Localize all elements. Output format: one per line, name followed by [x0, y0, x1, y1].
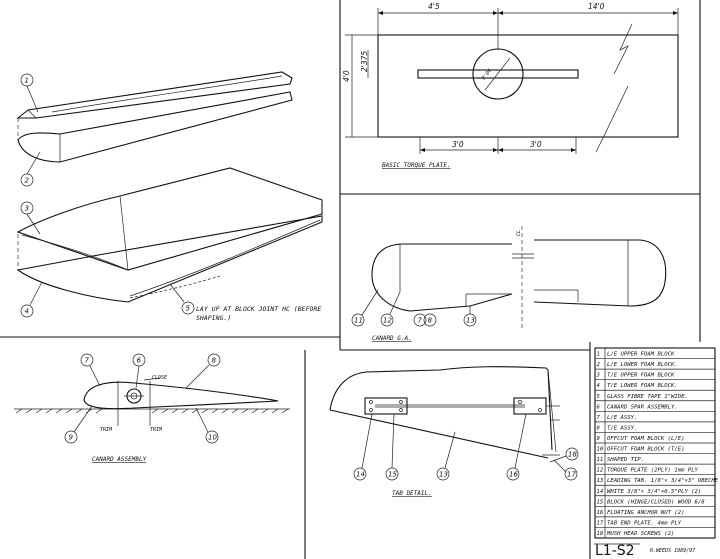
callout-4: 4 [25, 308, 29, 316]
parts-row-number: 2 [597, 362, 601, 368]
callout-3: 3 [25, 205, 29, 213]
tab-block-left [364, 397, 408, 415]
label-trim-right: TRIM [150, 427, 163, 433]
torque-plate-view: 4'5 14'0 4'0 2'375 2'04 3'0 3'0 BASIC TO… [342, 2, 679, 169]
parts-row-description: T/E ASSY. [607, 425, 637, 431]
callouts-blocks: 1 2 3 4 5 LAY UP AT BLOCK JOINT HC (BEFO… [20, 73, 321, 322]
parts-row-description: TAB END PLATE. 4mm PLY [607, 520, 682, 526]
parts-row-number: 16 [597, 510, 604, 516]
parts-row-description: SHAPED TIP. [607, 457, 644, 463]
parts-row-number: 3 [596, 373, 601, 379]
dim-bottom-right: 3'0 [530, 140, 542, 149]
le-lower-block [17, 91, 293, 163]
parts-row-description: OFFCUT FOAM BLOCK (T/E) [607, 447, 684, 453]
canard-ga-view: CL 11 12 7 8 13 CANARD G.A. [351, 226, 667, 342]
parts-row-number: 12 [597, 468, 604, 474]
layup-note-line2: SHAPING.) [196, 314, 231, 322]
caption-canard-assembly: CANARD ASSEMBLY [92, 456, 147, 463]
parts-row-description: L/E ASSY. [607, 415, 637, 421]
callout-13-tab: 13 [439, 471, 448, 479]
caption-tab-detail: TAB DETAIL. [392, 490, 432, 497]
dim-bottom-left: 3'0 [452, 140, 464, 149]
callout-18: 18 [568, 451, 577, 459]
parts-row-number: 5 [597, 394, 601, 400]
callout-13: 13 [466, 317, 475, 325]
parts-row-number: 18 [597, 531, 604, 537]
callout-12: 12 [383, 317, 392, 325]
caption-torque-plate: BASIC TORQUE PLATE. [382, 162, 451, 169]
parts-row-number: 13 [597, 478, 604, 484]
canard-assembly-view: CLOSE TRIM TRIM 7 6 8 9 10 CANARD ASSEMB… [14, 353, 290, 463]
parts-row-description: L/E UPPER FOAM BLOCK [607, 352, 675, 358]
foam-blocks-view [16, 71, 323, 303]
parts-row-description: T/E UPPER FOAM BLOCK [607, 373, 675, 379]
parts-row-number: 10 [597, 447, 604, 453]
callout-8: 8 [212, 357, 217, 365]
parts-row-description: FLOATING ANCHOR NUT (2) [607, 510, 684, 516]
panel-borders [0, 0, 701, 559]
canard-left-half [371, 243, 513, 312]
callout-5: 5 [186, 305, 191, 313]
drawing-number: L1-S2 [595, 543, 635, 559]
callout-6: 6 [137, 357, 142, 365]
callout-7-ga: 7 [418, 317, 423, 325]
parts-row-description: WHITE 3/8"× 3/4"×0.5"PLY (2) [607, 489, 701, 495]
parts-row-number: 4 [597, 383, 600, 389]
dim-top-right: 14'0 [588, 2, 605, 11]
callout-15: 15 [388, 471, 397, 479]
dim-height: 4'0 [342, 70, 351, 82]
ground-hatch [15, 408, 289, 414]
callout-1: 1 [25, 77, 29, 85]
dim-inner: 2'375 [360, 51, 369, 72]
canard-right-half [533, 239, 667, 307]
tab-detail-view: 14 15 13 16 18 17 TAB DETAIL. [329, 366, 579, 497]
parts-row-number: 14 [597, 489, 604, 495]
parts-row-description: GLASS FIBRE TAPE 1"WIDE. [607, 394, 688, 400]
callout-14: 14 [356, 471, 365, 479]
parts-row-number: 11 [597, 457, 604, 463]
parts-list-table: 1 L/E UPPER FOAM BLOCK 2 L/E LOWER FOAM BLO… [594, 347, 719, 539]
centreline-label: CL [516, 230, 522, 236]
parts-row-description: CANARD SPAR ASSEMBLY. [607, 404, 678, 410]
spar-slot [417, 69, 579, 79]
callout-7: 7 [85, 357, 90, 365]
layup-note-line1: LAY UP AT BLOCK JOINT HC (BEFORE [196, 305, 321, 313]
parts-row-description: T/E LOWER FOAM BLOCK. [607, 383, 678, 389]
parts-row-description: LEADING TAB. 1/8"× 3/4"×3" OBECHE [607, 478, 719, 484]
parts-row-description: TORQUE PLATE (2PLY) 1mm PLY [607, 468, 699, 474]
callout-17: 17 [567, 471, 576, 479]
parts-row-number: 7 [597, 415, 601, 421]
tab-surface-outline [329, 366, 553, 451]
tab-block-right [513, 397, 547, 415]
parts-row-number: 17 [597, 520, 604, 526]
parts-row-number: 1 [597, 352, 600, 358]
signature: R.WEEDS 1989/97 [650, 548, 695, 554]
callout-11: 11 [354, 317, 363, 325]
torque-plate-outline [377, 34, 679, 138]
parts-row-description: BLOCK (HINGE/CLOSED) WOOD 6/8 [607, 499, 705, 505]
parts-row-number: 8 [597, 425, 601, 431]
callout-16: 16 [509, 471, 518, 479]
callout-2: 2 [25, 177, 30, 185]
te-upper-block [16, 167, 323, 271]
canard-aerofoil [83, 381, 279, 410]
callout-10: 10 [208, 434, 217, 442]
callout-9: 9 [69, 434, 74, 442]
callout-8-ga: 8 [428, 317, 433, 325]
centre-hole [472, 48, 524, 100]
parts-row-number: 9 [597, 436, 600, 442]
parts-row-description: L/E LOWER FOAM BLOCK. [607, 362, 678, 368]
dim-top-left: 4'5 [428, 2, 440, 11]
parts-row-description: OFFCUT FOAM BLOCK (L/E) [607, 436, 684, 442]
parts-row-number: 6 [597, 404, 601, 410]
title-block: L1-S2 R.WEEDS 1989/97 [594, 543, 695, 559]
label-close: CLOSE [152, 375, 167, 381]
label-trim-left: TRIM [100, 427, 113, 433]
caption-canard-ga: CANARD G.A. [372, 335, 412, 342]
parts-row-number: 15 [597, 499, 604, 505]
parts-row-description: MUSH HEAD SCREWS (2) [606, 531, 674, 537]
